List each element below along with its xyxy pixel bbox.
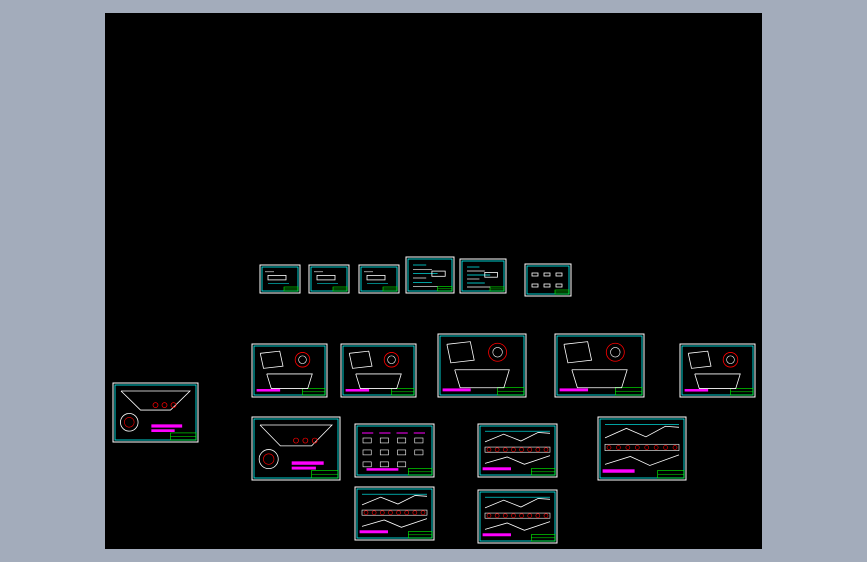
drawing-sheet-08 bbox=[251, 343, 328, 398]
drawing-sheets-layer bbox=[112, 256, 756, 544]
drawing-sheet-09 bbox=[340, 343, 417, 398]
drawing-sheet-11 bbox=[554, 333, 645, 398]
drawing-sheet-12 bbox=[679, 343, 756, 398]
drawing-sheet-02 bbox=[308, 264, 350, 294]
drawing-sheet-03 bbox=[358, 264, 400, 294]
drawing-sheet-07 bbox=[112, 382, 199, 443]
drawing-sheet-19 bbox=[354, 486, 435, 541]
drawing-sheet-13 bbox=[251, 416, 341, 481]
drawing-sheet-15 bbox=[477, 423, 558, 478]
drawing-sheet-14 bbox=[354, 423, 435, 478]
drawing-sheet-01 bbox=[259, 264, 301, 294]
cad-model-space[interactable] bbox=[105, 13, 762, 549]
drawing-sheet-05 bbox=[459, 258, 507, 294]
drawing-sheet-10 bbox=[437, 333, 527, 398]
drawing-sheet-06 bbox=[524, 263, 572, 297]
drawing-sheet-16 bbox=[597, 416, 687, 481]
drawing-sheet-04 bbox=[405, 256, 455, 294]
drawing-sheet-18 bbox=[477, 489, 558, 544]
